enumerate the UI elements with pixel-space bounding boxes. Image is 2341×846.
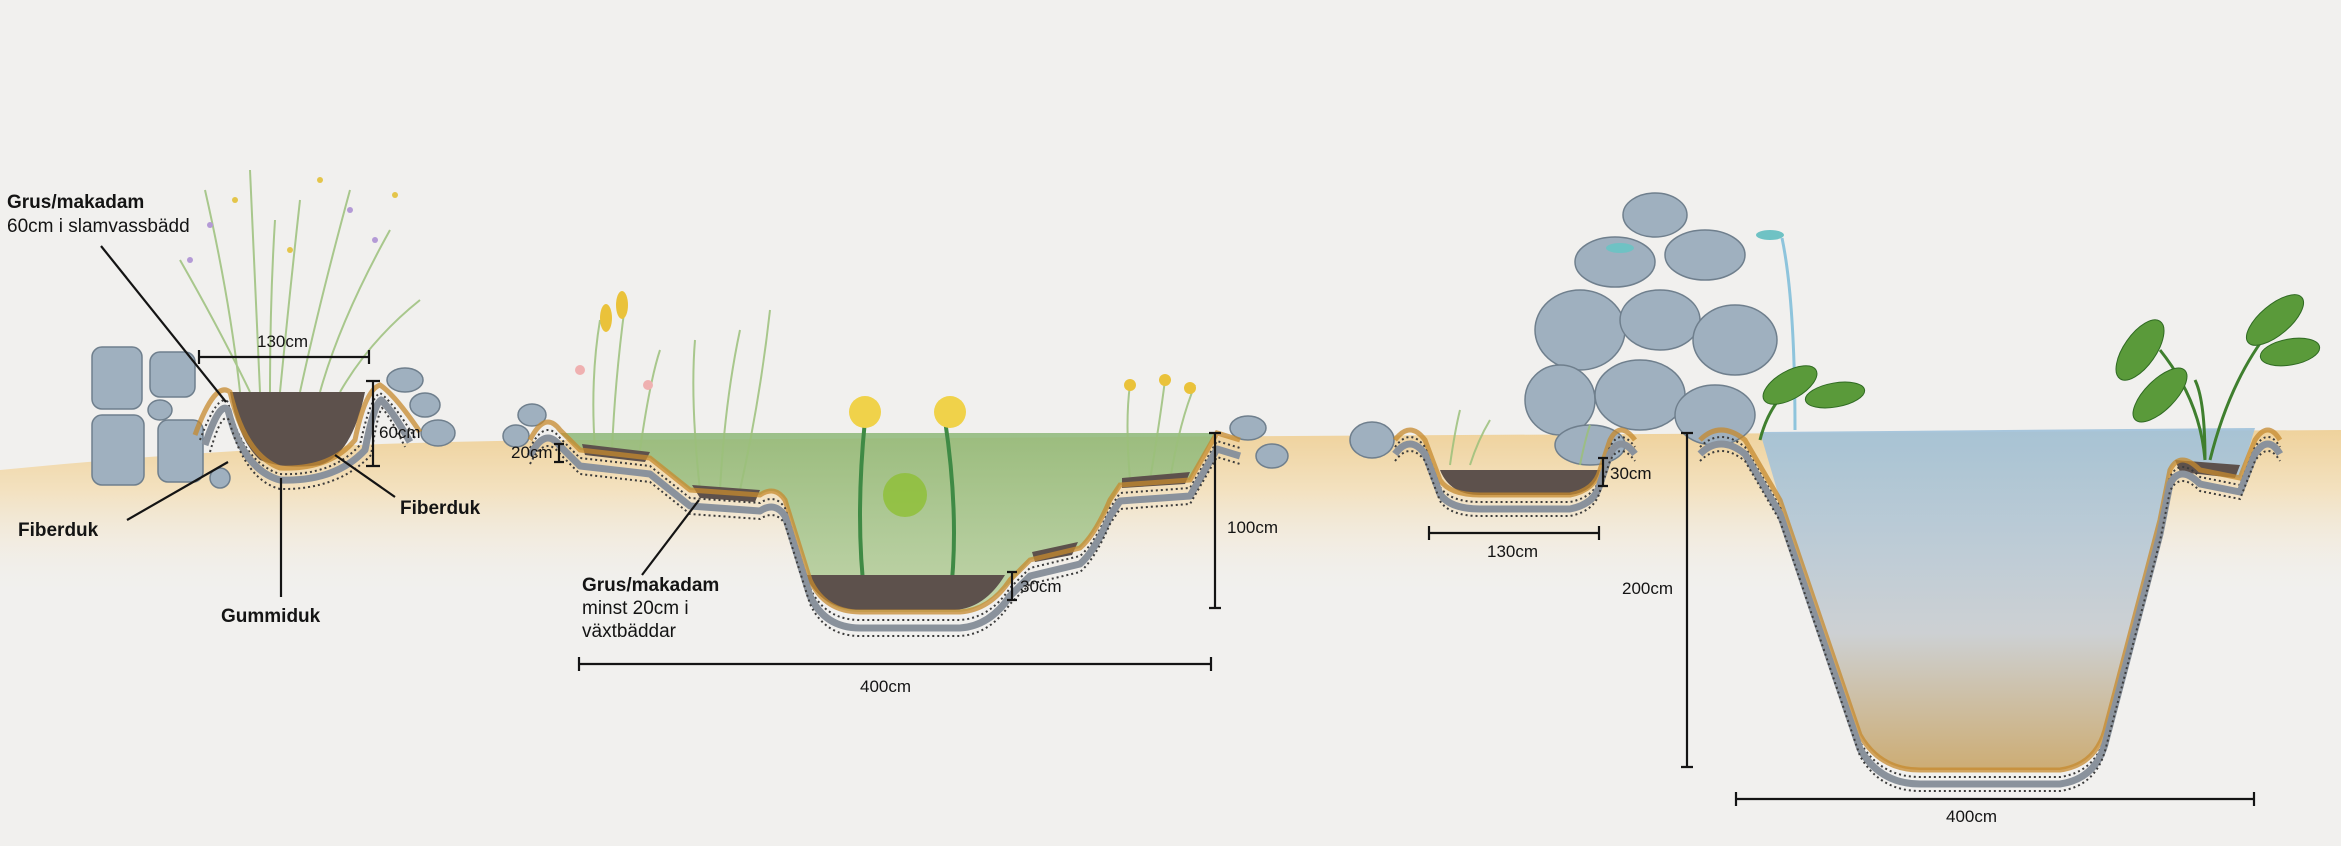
arrowhead-plant	[1758, 294, 2321, 461]
big-width-label: 400cm	[1946, 807, 1997, 826]
small-depth-label: 30cm	[1610, 464, 1652, 483]
mid-depth-label: 100cm	[1227, 518, 1278, 537]
mid-shelf-depth-label: 20cm	[511, 443, 553, 462]
gravel-fill	[1440, 470, 1600, 495]
water-plants	[575, 291, 1196, 601]
stone-wall	[91, 346, 456, 489]
pond-water	[560, 433, 1215, 612]
dimension-markers	[197, 350, 2256, 806]
small-width-label: 130cm	[1487, 542, 1538, 561]
small-pond-section	[1392, 409, 1638, 517]
left-gravel-description: 60cm i slamvassbädd	[7, 216, 190, 237]
reed-plants	[179, 169, 421, 393]
gravel-fill	[230, 392, 365, 467]
left-depth-label: 60cm	[379, 423, 421, 442]
left-width-label: 130cm	[257, 332, 308, 351]
gummiduk-label: Gummiduk	[221, 606, 321, 627]
mid-gravel-description-1: minst 20cm i	[582, 598, 689, 619]
mid-bottom-gravel-label: 30cm	[1020, 577, 1062, 596]
deep-pond-section	[1697, 294, 2321, 792]
mid-gravel-description-2: växtbäddar	[582, 621, 677, 642]
rock-fountain	[1349, 192, 1797, 466]
water-lily-flower	[849, 396, 881, 428]
mid-gravel-title: Grus/makadam	[582, 575, 719, 596]
water-lily-flower	[934, 396, 966, 428]
pond-water	[1760, 428, 2255, 770]
leader-lines	[100, 245, 700, 597]
left-gravel-title: Grus/makadam	[7, 192, 144, 213]
mid-width-label: 400cm	[860, 677, 911, 696]
lily-pad	[883, 473, 927, 517]
fiberduk-left-label: Fiberduk	[18, 520, 99, 541]
big-depth-label: 200cm	[1622, 579, 1673, 598]
fiberduk-right-label: Fiberduk	[400, 498, 481, 519]
reed-bed-section	[91, 169, 456, 491]
planted-pond-section	[502, 291, 1289, 637]
